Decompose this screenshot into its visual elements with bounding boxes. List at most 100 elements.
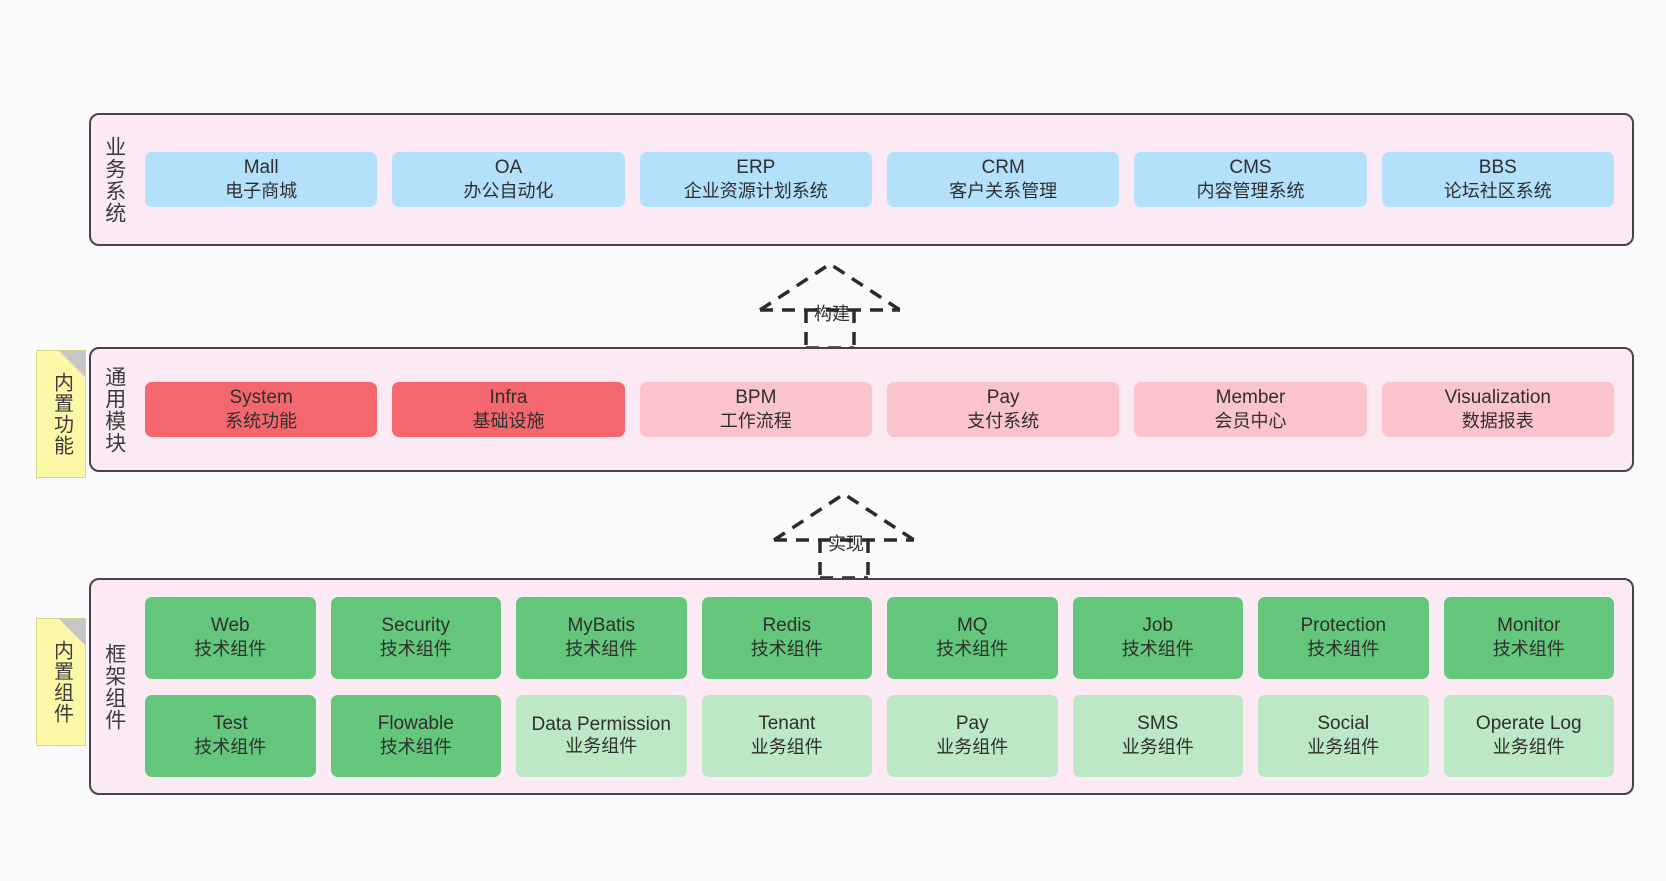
card-test[interactable]: Test 技术组件 (145, 694, 316, 777)
card-bpm-subtitle: 工作流程 (719, 411, 792, 432)
card-erp-subtitle: 企业资源计划系统 (683, 181, 828, 202)
section-business-systems: 业务系统 Mall 电子商城 OA 办公自动化 ERP 企业资源计划系统 CRM… (89, 113, 1634, 246)
card-pay-module-title: Pay (986, 387, 1020, 409)
card-social-subtitle: 业务组件 (1307, 737, 1380, 758)
card-member-title: Member (1215, 387, 1286, 409)
card-crm[interactable]: CRM 客户关系管理 (886, 152, 1120, 207)
card-test-title: Test (212, 713, 248, 735)
card-pay-module-subtitle: 支付系统 (967, 411, 1040, 432)
card-social[interactable]: Social 业务组件 (1258, 694, 1429, 777)
card-web-title: Web (210, 615, 250, 637)
card-cms-title: CMS (1229, 157, 1272, 179)
card-data-permission-title: Data Permission (531, 713, 671, 735)
card-monitor-subtitle: 技术组件 (1492, 639, 1565, 660)
card-member[interactable]: Member 会员中心 (1134, 382, 1367, 437)
card-data-permission[interactable]: Data Permission 业务组件 (516, 694, 687, 777)
connector-implement-arrow (773, 491, 915, 580)
card-protection-subtitle: 技术组件 (1307, 639, 1380, 660)
card-bbs-subtitle: 论坛社区系统 (1443, 181, 1552, 202)
card-sms-title: SMS (1137, 713, 1179, 735)
card-cms-subtitle: 内容管理系统 (1196, 181, 1305, 202)
note-builtin-components: 内置组件 (36, 618, 86, 746)
card-operate-log-subtitle: 业务组件 (1492, 737, 1565, 758)
card-mall[interactable]: Mall 电子商城 (145, 152, 378, 207)
connector-build: 构建 (752, 258, 912, 350)
section-common-modules-body: System 系统功能 Infra 基础设施 BPM 工作流程 Pay 支付系统… (137, 349, 1632, 470)
card-flowable-title: Flowable (377, 713, 454, 735)
card-pay-component-title: Pay (955, 713, 989, 735)
card-system-subtitle: 系统功能 (225, 411, 298, 432)
card-crm-title: CRM (981, 157, 1025, 179)
card-infra-subtitle: 基础设施 (472, 411, 545, 432)
card-mybatis-subtitle: 技术组件 (565, 639, 638, 660)
card-data-permission-subtitle: 业务组件 (565, 735, 638, 756)
card-tenant-title: Tenant (758, 713, 816, 735)
note-builtin-features: 内置功能 (36, 350, 86, 478)
section-framework-components: 框架组件 Web 技术组件 Security 技术组件 MyBatis 技术组件… (89, 578, 1634, 795)
card-bbs-title: BBS (1478, 157, 1517, 179)
card-test-subtitle: 技术组件 (194, 737, 267, 758)
section-common-modules-label: 通用模块 (102, 365, 126, 454)
card-member-subtitle: 会员中心 (1214, 411, 1287, 432)
card-sms[interactable]: SMS 业务组件 (1072, 694, 1243, 777)
card-crm-subtitle: 客户关系管理 (949, 181, 1058, 202)
card-tenant[interactable]: Tenant 业务组件 (701, 694, 872, 777)
note-builtin-components-text: 内置组件 (50, 640, 73, 724)
section-framework-components-label: 框架组件 (102, 642, 126, 731)
card-mq-title: MQ (956, 615, 988, 637)
connector-implement-label: 实现 (828, 534, 864, 554)
card-pay-component[interactable]: Pay 业务组件 (887, 694, 1058, 777)
card-sms-subtitle: 业务组件 (1121, 737, 1194, 758)
card-infra[interactable]: Infra 基础设施 (392, 382, 625, 437)
card-pay-component-subtitle: 业务组件 (936, 737, 1009, 758)
card-flowable[interactable]: Flowable 技术组件 (330, 694, 501, 777)
card-oa-title: OA (494, 157, 523, 179)
card-mybatis[interactable]: MyBatis 技术组件 (516, 596, 687, 679)
card-mq[interactable]: MQ 技术组件 (887, 596, 1058, 679)
card-job-title: Job (1142, 615, 1174, 637)
card-monitor[interactable]: Monitor 技术组件 (1443, 596, 1614, 679)
card-bpm[interactable]: BPM 工作流程 (639, 382, 872, 437)
card-bbs[interactable]: BBS 论坛社区系统 (1381, 152, 1614, 207)
note-fold-corner-icon (59, 351, 85, 377)
card-mybatis-title: MyBatis (567, 615, 636, 637)
card-monitor-title: Monitor (1497, 615, 1561, 637)
card-infra-title: Infra (489, 387, 528, 409)
card-redis[interactable]: Redis 技术组件 (701, 596, 872, 679)
business-card-row: Mall 电子商城 OA 办公自动化 ERP 企业资源计划系统 CRM 客户关系… (145, 152, 1614, 207)
common-card-row: System 系统功能 Infra 基础设施 BPM 工作流程 Pay 支付系统… (145, 382, 1614, 437)
card-job[interactable]: Job 技术组件 (1072, 596, 1243, 679)
card-protection[interactable]: Protection 技术组件 (1258, 596, 1429, 679)
connector-implement: 实现 (766, 488, 926, 580)
card-redis-subtitle: 技术组件 (750, 639, 823, 660)
card-protection-title: Protection (1300, 615, 1387, 637)
card-web[interactable]: Web 技术组件 (145, 596, 316, 679)
note-builtin-features-text: 内置功能 (50, 372, 73, 456)
card-security-subtitle: 技术组件 (379, 639, 452, 660)
card-visualization-title: Visualization (1444, 387, 1551, 409)
card-visualization-subtitle: 数据报表 (1461, 411, 1534, 432)
card-erp[interactable]: ERP 企业资源计划系统 (639, 152, 872, 207)
card-visualization[interactable]: Visualization 数据报表 (1381, 382, 1614, 437)
connector-build-label: 构建 (814, 304, 850, 324)
card-job-subtitle: 技术组件 (1121, 639, 1194, 660)
card-system[interactable]: System 系统功能 (145, 382, 378, 437)
card-pay-module[interactable]: Pay 支付系统 (886, 382, 1120, 437)
card-oa[interactable]: OA 办公自动化 (392, 152, 625, 207)
card-web-subtitle: 技术组件 (194, 639, 267, 660)
section-business-systems-label: 业务系统 (102, 135, 126, 224)
card-cms[interactable]: CMS 内容管理系统 (1134, 152, 1367, 207)
card-erp-title: ERP (736, 157, 776, 179)
card-security[interactable]: Security 技术组件 (330, 596, 501, 679)
card-system-title: System (229, 387, 293, 409)
card-bpm-title: BPM (735, 387, 777, 409)
card-mall-subtitle: 电子商城 (225, 181, 298, 202)
card-operate-log[interactable]: Operate Log 业务组件 (1443, 694, 1614, 777)
framework-business-row: Test 技术组件 Flowable 技术组件 Data Permission … (145, 694, 1614, 777)
card-redis-title: Redis (762, 615, 812, 637)
section-common-modules: 通用模块 System 系统功能 Infra 基础设施 BPM 工作流程 Pay… (89, 347, 1634, 472)
card-tenant-subtitle: 业务组件 (750, 737, 823, 758)
card-oa-subtitle: 办公自动化 (463, 181, 554, 202)
section-business-systems-body: Mall 电子商城 OA 办公自动化 ERP 企业资源计划系统 CRM 客户关系… (137, 115, 1632, 244)
